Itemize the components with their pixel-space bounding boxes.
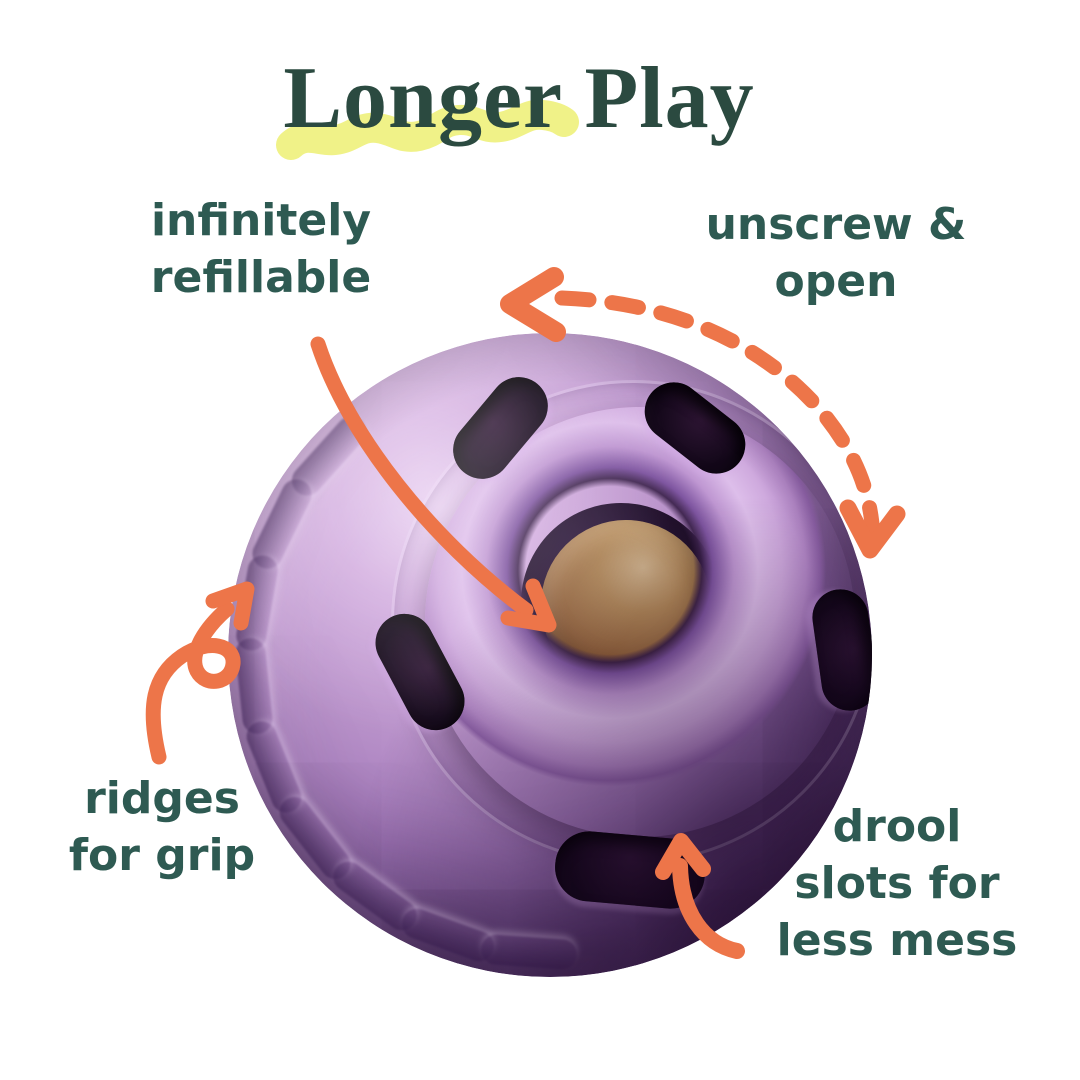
label-line: slots for: [794, 858, 1000, 909]
label-line: infinitely: [150, 195, 372, 246]
label-ridges-for-grip: ridges for grip: [69, 770, 255, 884]
treat-ball-photo: [228, 333, 872, 977]
label-line: drool: [832, 801, 962, 852]
drool-slot: [552, 828, 708, 912]
label-drool-slots: drool slots for less mess: [777, 798, 1018, 969]
label-unscrew-open: unscrew & open: [706, 196, 967, 310]
arrow-unscrew-left-head: [500, 267, 566, 342]
label-line: refillable: [150, 252, 372, 303]
label-line: open: [774, 256, 898, 307]
page-title: Longer Play: [283, 50, 755, 147]
label-infinitely-refillable: infinitely refillable: [151, 192, 371, 306]
label-line: ridges: [84, 773, 240, 824]
label-line: less mess: [776, 915, 1018, 966]
arrow-ridges: [145, 601, 241, 765]
label-line: for grip: [68, 830, 256, 881]
label-line: unscrew &: [705, 199, 967, 250]
